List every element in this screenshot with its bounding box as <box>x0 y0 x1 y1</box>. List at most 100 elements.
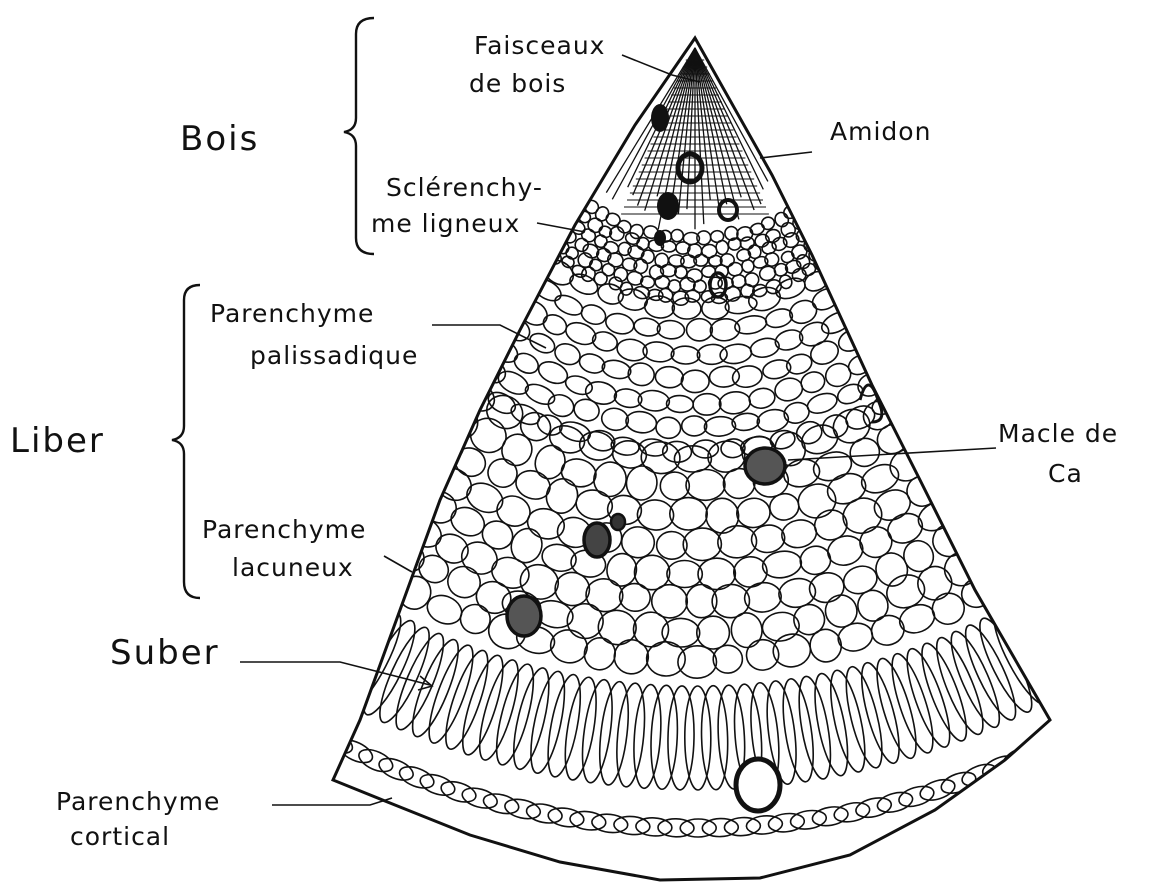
sclerenchyme-cell <box>836 241 853 257</box>
palisade-cell <box>666 395 693 413</box>
lacunar-cell <box>667 560 703 588</box>
palisade-cell <box>577 351 607 376</box>
palisade-cell <box>773 375 805 403</box>
cortical-cell <box>897 783 937 810</box>
label-parenchyme-cort-line2: cortical <box>70 822 170 851</box>
lacunar-cell <box>882 375 932 422</box>
palisade-cell <box>657 320 686 340</box>
suber-cell <box>262 567 342 668</box>
label-faisceaux-line2: de bois <box>469 69 566 98</box>
lacunar-cell <box>377 429 423 475</box>
lacunar-cell <box>582 636 617 672</box>
suber-cell <box>1052 564 1132 664</box>
sclerenchyme-cell <box>541 233 559 250</box>
suber-cell <box>985 606 1056 710</box>
lacunar-cell <box>686 469 726 501</box>
lacunar-cell <box>420 419 471 468</box>
suber-cell <box>1026 582 1103 684</box>
lacunar-cell <box>768 491 801 522</box>
amidon-grain <box>651 104 669 132</box>
suber-cell <box>631 684 664 790</box>
palisade-cell <box>515 296 552 330</box>
lacunar-cell <box>822 592 860 631</box>
cortical-cell <box>258 692 298 726</box>
wood-fiber <box>695 48 761 204</box>
lacunar-cell <box>488 553 533 594</box>
cortical-cell <box>439 778 479 806</box>
sclerenchyme-leader <box>537 223 585 232</box>
palisade-cell <box>508 262 542 294</box>
suber-cell <box>577 678 617 785</box>
lacunar-cell <box>457 537 502 580</box>
cortical-cell <box>832 800 871 825</box>
amidon-grain <box>654 230 666 246</box>
cortical-cell <box>569 809 607 832</box>
lacunar-cell <box>899 403 949 451</box>
label-macle-line1: Macle de <box>998 419 1118 448</box>
cortical-cell <box>811 804 850 828</box>
lacunar-cell <box>955 435 999 480</box>
label-parenchyme-lac-line1: Parenchyme <box>202 515 366 544</box>
lacunar-cell <box>418 486 462 529</box>
cortical-cell <box>746 814 783 835</box>
palisade-cell <box>625 410 658 435</box>
cortical-cell <box>547 806 585 830</box>
lacunar-cell <box>431 360 471 399</box>
lacunar-cell <box>779 517 819 551</box>
lacunar-cell <box>397 404 440 448</box>
label-bois: Bois <box>180 119 259 159</box>
lacunar-cell <box>871 549 912 591</box>
lacunar-cell <box>939 547 984 592</box>
palisade-cell <box>731 412 760 432</box>
palisade-cell <box>627 361 656 387</box>
lacunar-cell <box>646 641 686 677</box>
amidon-grain <box>657 192 679 220</box>
cortical-cell <box>503 796 542 821</box>
lacunar-cell <box>670 497 708 530</box>
label-sclerenchyme-line2: me ligneux <box>371 209 520 238</box>
cortical-cell <box>767 812 805 834</box>
palisade-cell <box>697 344 728 365</box>
cortical-cell <box>1040 722 1080 755</box>
suber-cell <box>308 593 383 696</box>
label-parenchyme-pal-line1: Parenchyme <box>210 299 374 328</box>
lacunar-cell <box>970 532 1011 571</box>
palisade-cell <box>501 314 534 345</box>
suber-cell <box>613 682 648 788</box>
sclerenchyme-cell <box>805 216 823 234</box>
palisade-cell <box>731 364 764 389</box>
palisade-cell <box>434 358 472 393</box>
lacunar-cell <box>913 561 957 605</box>
label-sclerenchyme-line1: Sclérenchy- <box>386 173 543 202</box>
sclerenchyme-cell <box>793 198 812 217</box>
sclerenchyme-cell <box>823 250 840 267</box>
macle-crystal <box>745 448 785 484</box>
lacunar-cell <box>613 638 650 675</box>
lacunar-cell <box>406 447 448 488</box>
lacunar-cell <box>358 451 407 498</box>
palisade-cell <box>681 370 709 392</box>
cortical-cell <box>1078 700 1118 734</box>
palisade-cell <box>833 272 870 306</box>
palisade-cell <box>890 318 925 350</box>
macle-crystal <box>584 523 610 557</box>
suber-cell <box>438 646 496 753</box>
sclerenchyme-cell <box>572 194 589 211</box>
sclerenchyme-cell <box>604 211 622 228</box>
sclerenchyme-cell <box>588 257 604 272</box>
lacunar-cell <box>840 562 880 597</box>
lacunar-cell <box>913 360 960 406</box>
macle-crystal <box>611 514 625 530</box>
lacunar-cell <box>985 556 1028 601</box>
cortical-cell <box>296 715 336 748</box>
palisade-cell <box>693 393 722 415</box>
lacunar-cell <box>441 401 484 444</box>
cortical-cell <box>680 819 716 837</box>
palisade-cell <box>465 316 502 351</box>
palisade-cell <box>805 390 840 417</box>
section-outline <box>333 38 1050 880</box>
suber-cell <box>884 650 941 757</box>
palisade-cell <box>824 249 856 280</box>
palisade-cell <box>718 390 751 415</box>
